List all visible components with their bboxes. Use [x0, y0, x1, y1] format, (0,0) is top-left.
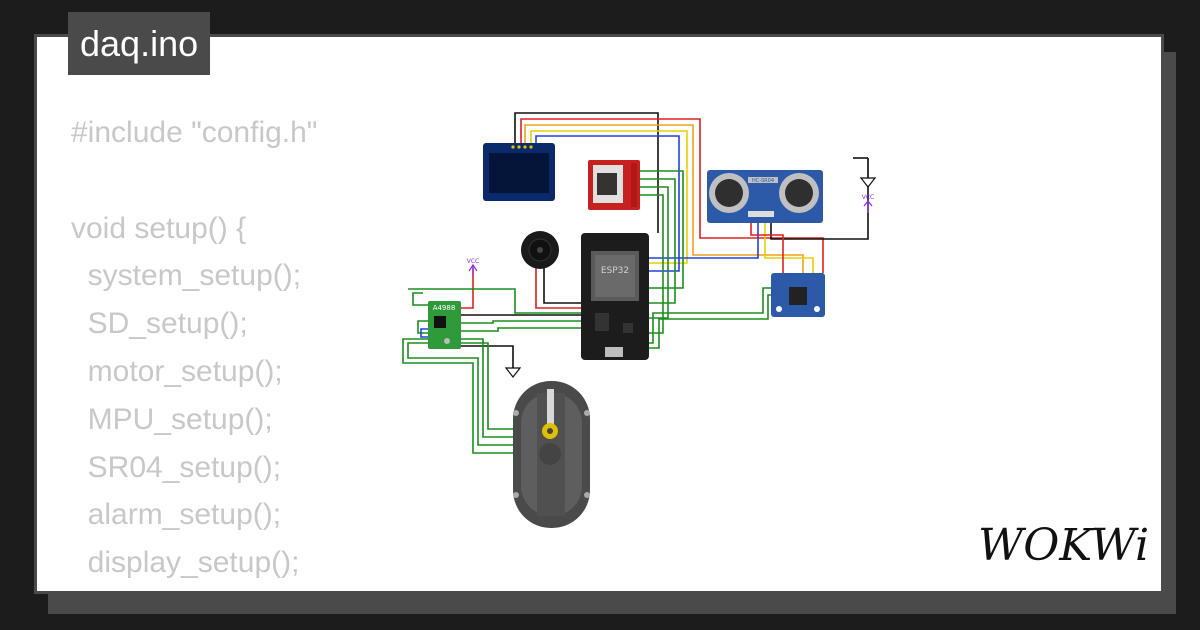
wire-yellow-oled	[530, 130, 688, 264]
wokwi-logo-text: WOKWi	[978, 520, 1149, 570]
code-line: alarm_setup();	[71, 498, 282, 532]
wire-red-oled-vcc	[520, 118, 824, 273]
code-line: motor_setup();	[71, 354, 283, 388]
buzzer	[521, 231, 559, 269]
wire-green-driver-2	[412, 292, 428, 306]
wire-green-driver-1	[408, 288, 581, 314]
wire-black-driver-gnd	[461, 345, 514, 368]
wire-green-sd-2	[639, 178, 676, 304]
esp32-label: ESP32	[601, 266, 629, 276]
vcc-marker-sr04: VCC	[862, 194, 874, 213]
gnd-marker-driver	[504, 367, 522, 378]
sr04-label: HC-SR04	[752, 178, 774, 184]
code-line: system_setup();	[71, 259, 302, 293]
code-line: MPU_setup();	[71, 402, 273, 436]
wire-green-motor-2	[407, 342, 515, 446]
a4988-driver: A4988	[428, 301, 461, 349]
wire-green-sd-1	[639, 170, 684, 289]
code-line: #include "config.h"	[71, 116, 318, 149]
wokwi-logo: WOKWi	[978, 520, 1149, 570]
wire-green-mpu-1	[648, 287, 778, 344]
code-line: SR04_setup();	[71, 450, 282, 484]
wire-green-driver-loop	[417, 320, 428, 334]
wire-red-buzzer	[535, 258, 581, 309]
oled-display	[483, 143, 555, 201]
wire-black-buzzer	[543, 258, 581, 304]
circuit-diagram: VCC VCC	[402, 112, 877, 528]
esp32-board: ESP32	[581, 233, 649, 360]
gnd-marker-top	[859, 158, 877, 188]
vcc-label: VCC	[862, 194, 874, 201]
code-preview: #include "config.h" void setup() { system…	[71, 109, 318, 591]
wire-green-driver-4	[461, 327, 581, 332]
wire-green-motor-3	[461, 338, 515, 438]
wire-green-mpu-2	[648, 294, 778, 349]
wire-blue-sr04	[648, 217, 759, 259]
wire-blue-driver-loop	[420, 328, 428, 338]
file-title: daq.ino	[68, 12, 211, 75]
code-line: display_setup();	[71, 546, 300, 580]
wire-black-oled	[514, 112, 659, 233]
wire-green-motor-4	[461, 342, 515, 430]
preview-card: #include "config.h" void setup() { system…	[34, 34, 1164, 594]
wires	[402, 112, 869, 454]
vcc-marker-driver: VCC	[467, 258, 479, 275]
wire-green-sd-4	[639, 194, 664, 334]
code-line: SD_setup();	[71, 307, 248, 341]
wire-green-motor-1	[402, 338, 515, 454]
wire-green-sd-3	[639, 186, 669, 319]
mpu6050-module	[771, 273, 825, 317]
wire-black-sr04-gnd	[770, 158, 869, 240]
driver-label: A4988	[433, 304, 456, 312]
wire-red-driver-vcc	[461, 268, 474, 309]
ultrasonic-sensor: HC-SR04	[707, 170, 823, 223]
wire-yellow-sr04	[764, 217, 814, 273]
code-line: void setup() {	[71, 211, 247, 245]
wire-green-driver-3	[461, 320, 581, 324]
vcc-label: VCC	[467, 258, 479, 265]
sd-card-module	[588, 160, 640, 210]
stepper-motor	[513, 381, 590, 528]
wire-red-sr04-vcc	[750, 217, 784, 273]
